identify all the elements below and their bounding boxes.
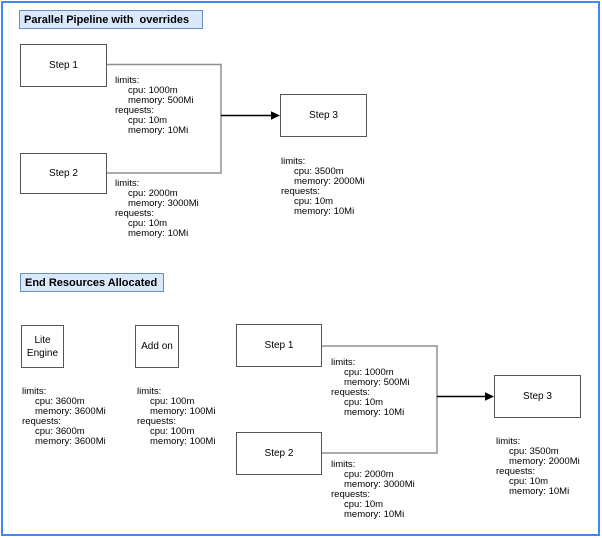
resource-line: cpu: 3500m (509, 446, 559, 457)
arrowhead-bottom-icon (485, 392, 494, 401)
resource-line: memory: 500Mi (128, 95, 194, 106)
resource-line: memory: 10Mi (294, 206, 355, 217)
resource-line: memory: 10Mi (128, 125, 189, 136)
node-step3-top: Step 3 (280, 94, 367, 137)
resource-line: requests: (22, 416, 62, 427)
resource-line: cpu: 2000m (128, 188, 178, 199)
node-step2-top: Step 2 (20, 153, 107, 194)
node-step3-bottom: Step 3 (494, 375, 581, 418)
resource-line: cpu: 100m (150, 396, 195, 407)
resource-line: memory: 3000Mi (344, 479, 415, 490)
resource-line: memory: 3600Mi (35, 406, 106, 417)
resource-line: memory: 10Mi (344, 407, 405, 418)
resource-line: limits: (496, 436, 521, 447)
resource-line: cpu: 3600m (35, 396, 85, 407)
resource-line: limits: (137, 386, 162, 397)
resource-line: requests: (331, 387, 371, 398)
resource-line: memory: 100Mi (150, 436, 216, 447)
resource-line: requests: (331, 489, 371, 500)
resource-line: limits: (281, 156, 306, 167)
resource-line: cpu: 1000m (344, 367, 394, 378)
node-step1-bottom: Step 1 (236, 324, 322, 367)
resource-line: requests: (137, 416, 177, 427)
arrowhead-top-icon (271, 111, 280, 120)
resource-line: limits: (22, 386, 47, 397)
resource-line: memory: 10Mi (509, 486, 570, 497)
resource-line: cpu: 2000m (344, 469, 394, 480)
resource-line: cpu: 10m (128, 218, 168, 229)
resource-line: memory: 100Mi (150, 406, 216, 417)
resource-line: cpu: 100m (150, 426, 195, 437)
resource-line: cpu: 3600m (35, 426, 85, 437)
resource-line: memory: 10Mi (128, 228, 189, 239)
resource-line: memory: 500Mi (344, 377, 410, 388)
section-title-parallel-pipeline: Parallel Pipeline with overrides (19, 10, 203, 29)
resource-line: requests: (496, 466, 536, 477)
resource-line: cpu: 3500m (294, 166, 344, 177)
node-lite-engine: Lite Engine (21, 325, 64, 368)
resource-line: memory: 2000Mi (509, 456, 580, 467)
resource-line: cpu: 10m (344, 397, 384, 408)
connector-top-merge (107, 63, 222, 174)
node-add-on: Add on (135, 325, 179, 368)
section-title-end-resources: End Resources Allocated (20, 273, 164, 292)
resource-line: limits: (331, 357, 356, 368)
node-step1-top: Step 1 (20, 44, 107, 87)
resource-line: memory: 3600Mi (35, 436, 106, 447)
connector-bottom-merge (322, 345, 438, 454)
resource-line: cpu: 10m (344, 499, 384, 510)
resource-line: cpu: 10m (294, 196, 334, 207)
resource-line: requests: (281, 186, 321, 197)
resource-line: cpu: 1000m (128, 85, 178, 96)
resource-line: memory: 3000Mi (128, 198, 199, 209)
resource-line: requests: (115, 208, 155, 219)
resource-line: limits: (331, 459, 356, 470)
resource-line: cpu: 10m (509, 476, 549, 487)
resource-line: memory: 2000Mi (294, 176, 365, 187)
resource-line: limits: (115, 75, 140, 86)
node-step2-bottom: Step 2 (236, 432, 322, 475)
resource-line: memory: 10Mi (344, 509, 405, 520)
resource-line: limits: (115, 178, 140, 189)
resource-line: cpu: 10m (128, 115, 168, 126)
resource-line: requests: (115, 105, 155, 116)
